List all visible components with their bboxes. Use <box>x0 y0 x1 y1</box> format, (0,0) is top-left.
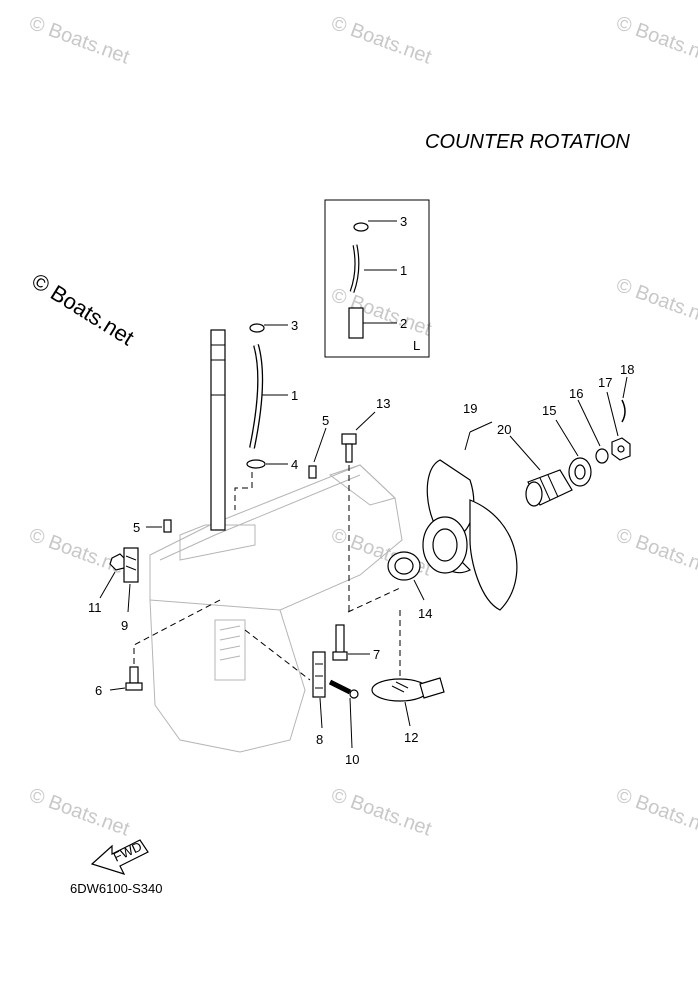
drive-shaft <box>210 329 226 531</box>
inset-box: 3 1 2 L <box>324 199 430 358</box>
inset-variant-label: L <box>413 338 420 353</box>
callout-6: 6 <box>95 683 102 698</box>
nut-part-17 <box>611 437 631 461</box>
lower-unit-housing <box>149 464 403 753</box>
watermark: © Boats.net <box>328 12 434 69</box>
callout-14: 14 <box>418 606 432 621</box>
watermark: © Boats.net <box>613 274 698 331</box>
watermark: © Boats.net <box>328 284 434 341</box>
callout-10: 10 <box>345 752 359 767</box>
callout-11: 11 <box>88 600 102 615</box>
grommet-part-3 <box>249 323 265 333</box>
watermark: © Boats.net <box>26 12 132 69</box>
trim-tab-part-12 <box>371 677 445 702</box>
callout-4: 4 <box>291 457 298 472</box>
callout-inset-2: 2 <box>400 316 407 331</box>
bolt-part-7 <box>332 624 348 661</box>
bolt-part-6 <box>125 666 143 691</box>
dowel-pin-part-5 <box>308 465 317 479</box>
callout-15: 15 <box>542 403 556 418</box>
callout-3: 3 <box>291 318 298 333</box>
watermark: © Boats.net <box>26 784 132 841</box>
bolt-part-13 <box>341 433 357 463</box>
callout-9: 9 <box>121 618 128 633</box>
callout-7: 7 <box>373 647 380 662</box>
fwd-direction-arrow: FWD <box>90 839 149 875</box>
washer-part-16 <box>595 448 609 464</box>
spacer-part-20 <box>525 469 573 507</box>
callout-16: 16 <box>569 386 583 401</box>
callout-17: 17 <box>598 375 612 390</box>
callout-inset-1: 1 <box>400 263 407 278</box>
callout-20: 20 <box>497 422 511 437</box>
callout-18: 18 <box>620 362 634 377</box>
watermark: © Boats.net <box>26 524 132 581</box>
callout-19: 19 <box>463 401 477 416</box>
anode-part-9 <box>123 547 139 583</box>
propeller-part-19 <box>422 459 518 611</box>
watermark: © Boats.net <box>328 784 434 841</box>
screw-part-10 <box>328 679 359 699</box>
dowel-pin-part-5-lower <box>163 519 172 533</box>
watermark: © Boats.net <box>613 524 698 581</box>
thrust-washer-part-14 <box>387 551 421 581</box>
watermark: © Boats.net <box>613 784 698 841</box>
anode-part-8 <box>312 651 326 698</box>
callout-inset-3: 3 <box>400 214 407 229</box>
callout-1: 1 <box>291 388 298 403</box>
seal-part-4 <box>246 459 266 469</box>
watermark: © Boats.net <box>613 12 698 69</box>
callout-5-upper: 5 <box>322 413 329 428</box>
callout-12: 12 <box>404 730 418 745</box>
diagram-code: 6DW6100-S340 <box>70 881 163 896</box>
washer-part-15 <box>568 457 592 487</box>
callout-5-lower: 5 <box>133 520 140 535</box>
callout-8: 8 <box>316 732 323 747</box>
copyright-mark: © Boats.net <box>27 268 138 350</box>
diagram-title: COUNTER ROTATION <box>425 131 630 153</box>
callout-13: 13 <box>376 396 390 411</box>
cotter-pin-part-18 <box>621 399 626 423</box>
